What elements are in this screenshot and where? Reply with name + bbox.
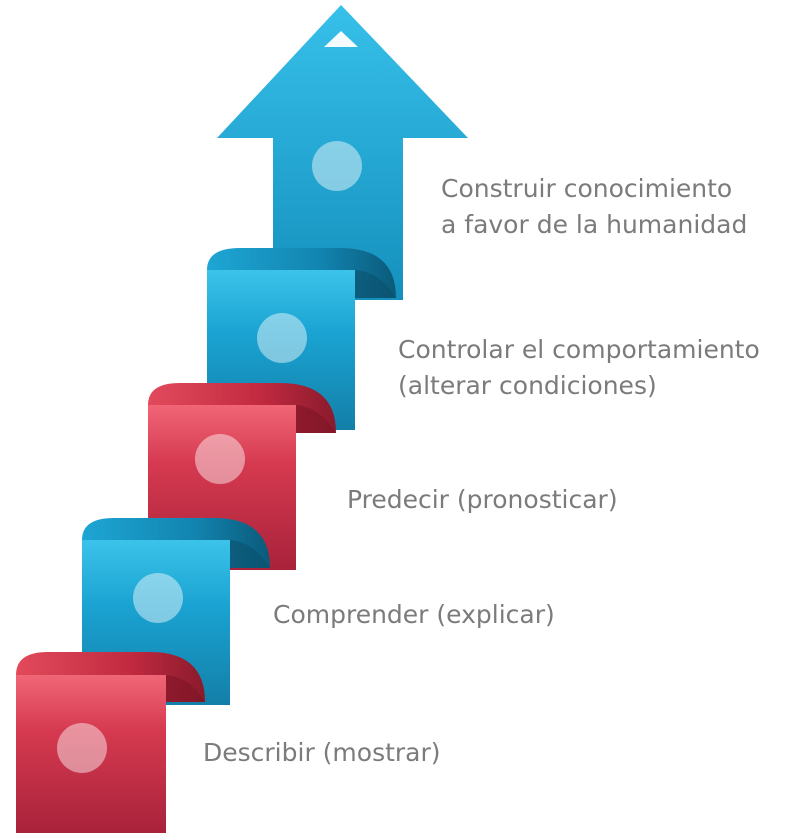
arrow-body [217,5,468,300]
step-3-label-line-1: Predecir (pronosticar) [347,485,618,514]
step-2-label: Comprender (explicar) [273,597,555,633]
step-5-label-line-2: a favor de la humanidad [441,210,748,239]
step-1-label-line-1: Describir (mostrar) [203,738,441,767]
step-4-label-line-2: (alterar condiciones) [398,371,657,400]
step-5-label-line-1: Construir conocimiento [441,174,733,203]
step-4-label: Controlar el comportamiento (alterar con… [398,332,760,404]
step-5-label: Construir conocimiento a favor de la hum… [441,171,747,243]
step-3-circle [195,434,245,484]
step-3-label: Predecir (pronosticar) [347,482,618,518]
step-5-circle [312,141,362,191]
step-2-label-line-1: Comprender (explicar) [273,600,555,629]
step-4-circle [257,313,307,363]
step-2-circle [133,573,183,623]
step-1-ribbon [16,652,205,833]
step-4-label-line-1: Controlar el comportamiento [398,335,760,364]
step-5-arrow [217,5,468,300]
arrow-tip-highlight [324,31,358,47]
step-1-label: Describir (mostrar) [203,735,441,771]
step-1-circle [57,723,107,773]
